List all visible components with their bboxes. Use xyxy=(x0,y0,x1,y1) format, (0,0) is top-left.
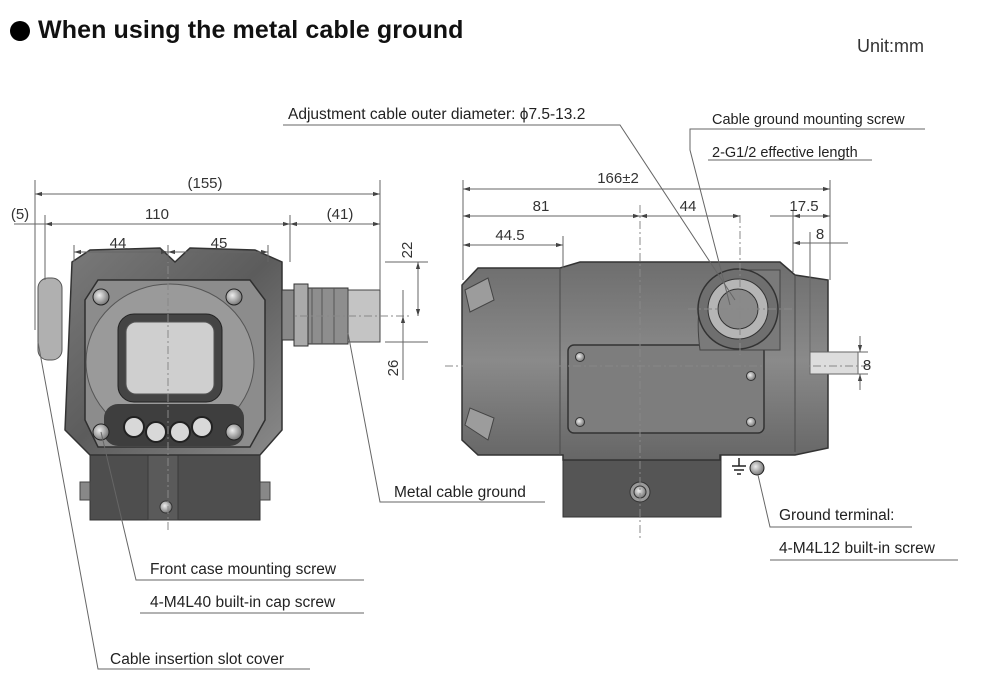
dim-side-17-5: 17.5 xyxy=(789,198,818,215)
cable-slot-cover xyxy=(37,277,63,361)
dim-front-overall: (155) xyxy=(187,175,222,192)
dim-side-overall: 166±2 xyxy=(597,170,639,187)
front-button xyxy=(169,421,191,443)
dim-side-8-right: 8 xyxy=(863,357,871,374)
front-dimensions: (155) (5) 110 (41) 44 45 22 26 xyxy=(11,175,428,380)
ground-symbol-icon xyxy=(732,458,746,475)
ground-terminal-screw-icon xyxy=(749,460,765,476)
label-front-case-spec: 4-M4L40 built-in cap screw xyxy=(150,594,336,611)
front-view xyxy=(37,247,410,530)
page-title: When using the metal cable ground xyxy=(38,16,464,44)
label-effective-length: 2-G1/2 effective length xyxy=(712,145,858,161)
heading: When using the metal cable ground xyxy=(10,16,464,45)
front-button xyxy=(145,421,167,443)
dim-side-8-top: 8 xyxy=(816,226,824,243)
dim-side-81: 81 xyxy=(533,198,550,215)
front-case-screw-icon xyxy=(92,288,110,306)
front-button xyxy=(191,416,213,438)
label-slot-cover: Cable insertion slot cover xyxy=(110,651,284,668)
label-ground-terminal: Ground terminal: xyxy=(779,507,894,524)
unit-label: Unit:mm xyxy=(857,36,924,56)
dim-front-body: 110 xyxy=(145,206,169,223)
label-metal-cable-ground: Metal cable ground xyxy=(394,484,526,501)
dim-front-left-half: 44 xyxy=(110,235,127,252)
front-case-screw-icon xyxy=(225,288,243,306)
label-cable-ground-screw: Cable ground mounting screw xyxy=(712,112,905,128)
dim-side-44: 44 xyxy=(680,198,697,215)
dim-front-right: (41) xyxy=(327,206,354,223)
front-case-screw-icon xyxy=(225,423,243,441)
dim-front-v-bottom: 26 xyxy=(385,360,402,377)
front-button xyxy=(123,416,145,438)
display-window xyxy=(125,321,215,395)
dim-side-44-5: 44.5 xyxy=(495,227,524,244)
dim-front-v-top: 22 xyxy=(399,242,416,259)
label-cable-outer-diameter: Adjustment cable outer diameter: ϕ7.5-13… xyxy=(288,106,585,123)
side-dimensions: 166±2 81 44 44.5 17.5 8 8 xyxy=(462,170,871,390)
label-front-case-screw: Front case mounting screw xyxy=(150,561,337,578)
name-plate xyxy=(567,344,765,434)
side-view xyxy=(445,205,870,540)
callouts: Adjustment cable outer diameter: ϕ7.5-13… xyxy=(37,106,958,670)
dim-front-left-small: (5) xyxy=(11,206,29,223)
label-ground-terminal-spec: 4-M4L12 built-in screw xyxy=(779,540,936,557)
dim-front-right-half: 45 xyxy=(211,235,228,252)
heading-bullet-icon xyxy=(10,20,30,41)
